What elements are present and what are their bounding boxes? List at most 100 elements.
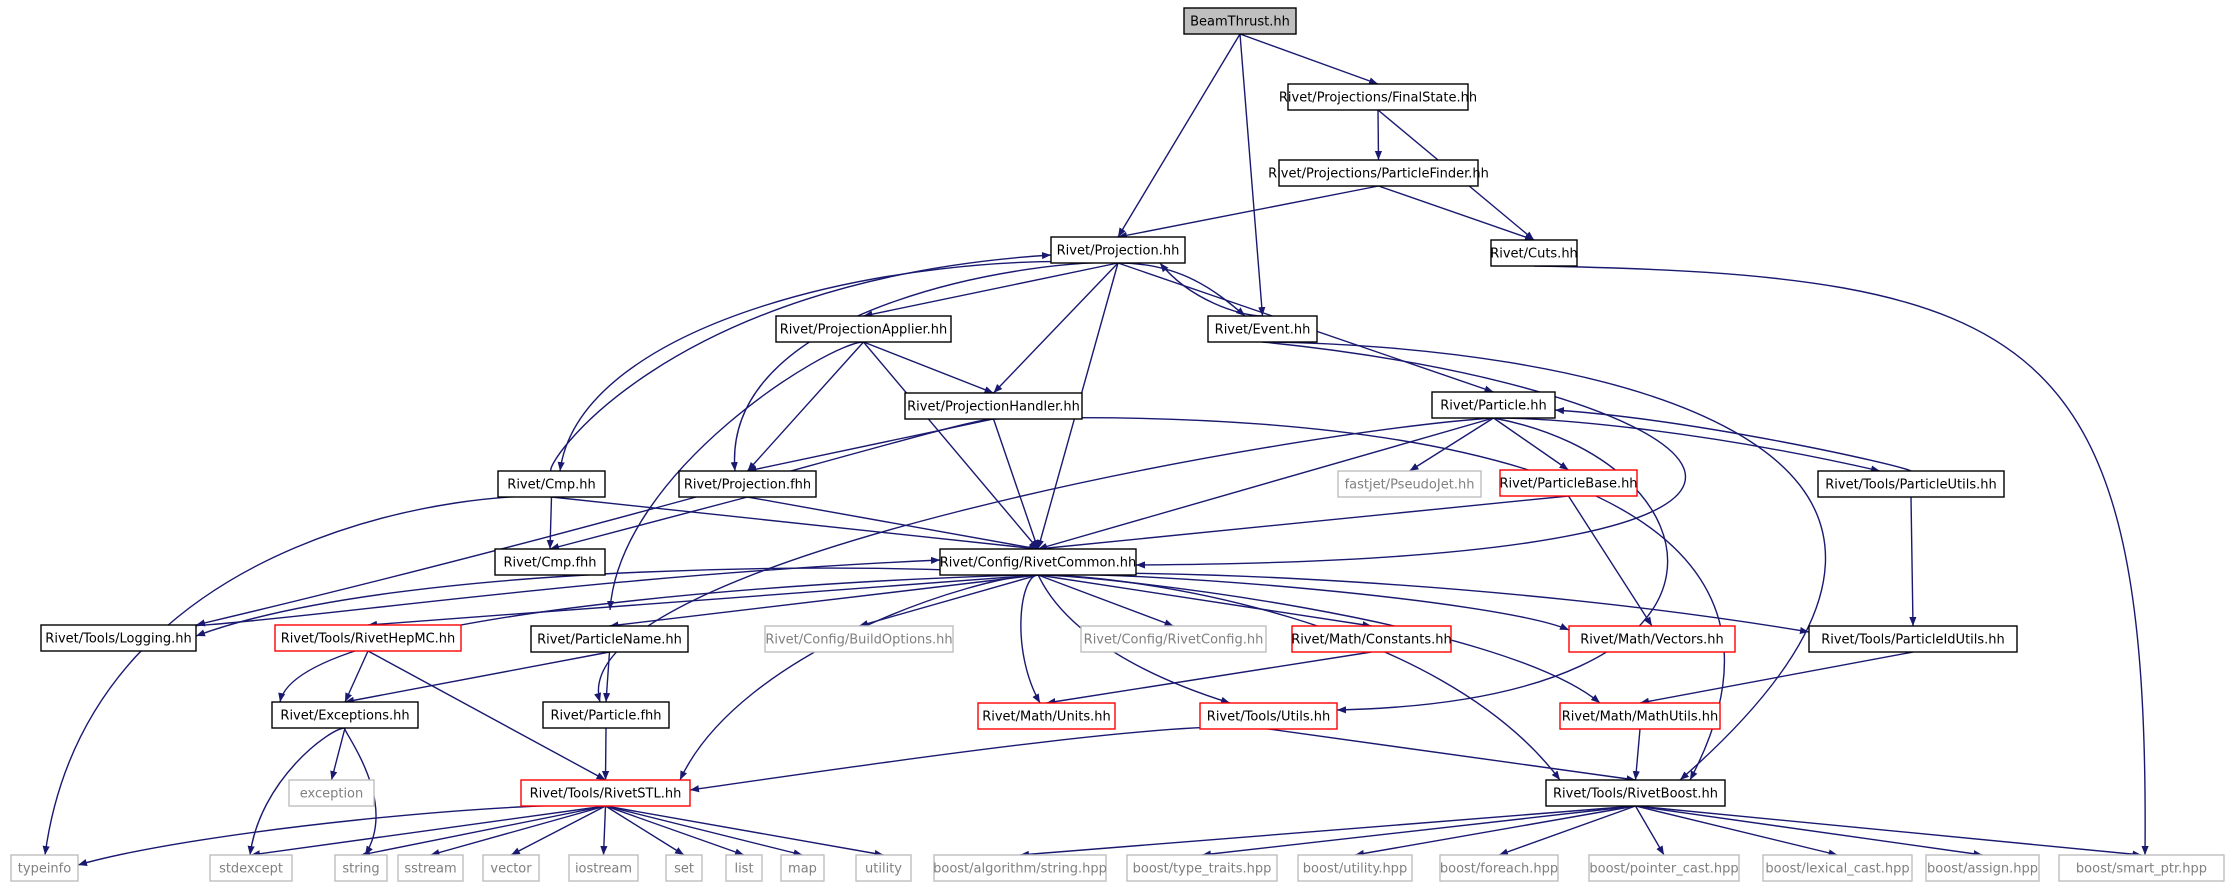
- node-vector[interactable]: vector: [482, 854, 540, 882]
- edge-particlebase-to-rivetcommon: [1037, 495, 1569, 552]
- edge-rivethepmc-to-rivetstl: [367, 650, 606, 781]
- node-box: [1278, 159, 1479, 187]
- node-utility[interactable]: utility: [855, 854, 912, 882]
- edge-particle-to-particlebase: [1493, 417, 1569, 471]
- node-label: Rivet/Tools/Utils.hh: [1207, 710, 1330, 725]
- node-particlebase[interactable]: Rivet/ParticleBase.hh: [1499, 469, 1638, 497]
- node-exception[interactable]: exception: [288, 779, 375, 807]
- node-label: Rivet/Tools/ParticleIdUtils.hh: [1821, 633, 2005, 648]
- edge-rivethepmc-to-exceptions: [344, 650, 369, 703]
- node-label: stdexcept: [219, 862, 283, 877]
- node-vectors[interactable]: Rivet/Math/Vectors.hh: [1568, 625, 1736, 653]
- edge-arrow: [1336, 417, 1669, 714]
- edge-particlefinder-to-cuts: [1378, 185, 1535, 241]
- node-label: Rivet/Tools/RivetBoost.hh: [1553, 787, 1718, 802]
- node-finalstate[interactable]: Rivet/Projections/FinalState.hh: [1279, 83, 1477, 111]
- edge-arrow: [1378, 185, 1535, 241]
- node-label: typeinfo: [18, 862, 71, 877]
- node-beamthrust[interactable]: BeamThrust.hh: [1183, 7, 1297, 35]
- node-rivetconfig[interactable]: Rivet/Config/RivetConfig.hh: [1080, 625, 1267, 653]
- node-rivetstl[interactable]: Rivet/Tools/RivetSTL.hh: [520, 779, 691, 807]
- node-units[interactable]: Rivet/Math/Units.hh: [977, 702, 1116, 730]
- node-projection[interactable]: Rivet/Projection.hh: [1050, 236, 1186, 264]
- edge-rivetboost-to-butility: [1354, 805, 1636, 857]
- node-label: Rivet/Projections/FinalState.hh: [1279, 91, 1477, 106]
- node-label: Rivet/Cuts.hh: [1490, 247, 1578, 262]
- node-label: boost/utility.hpp: [1303, 862, 1407, 877]
- edge-rivetcommon-to-rivetconfig: [1037, 574, 1174, 627]
- edge-arrow: [330, 727, 346, 781]
- node-bsmartptr[interactable]: boost/smart_ptr.hpp: [2058, 854, 2225, 882]
- node-sstream[interactable]: sstream: [397, 854, 464, 882]
- node-box: [494, 548, 606, 576]
- node-blexicalcast[interactable]: boost/lexical_cast.hpp: [1762, 854, 1913, 882]
- node-particlefhh[interactable]: Rivet/Particle.fhh: [542, 701, 670, 729]
- node-toolsutils[interactable]: Rivet/Tools/Utils.hh: [1199, 702, 1338, 730]
- node-box: [1297, 854, 1413, 882]
- node-particle[interactable]: Rivet/Particle.hh: [1431, 391, 1556, 419]
- node-particleutils[interactable]: Rivet/Tools/ParticleUtils.hh: [1817, 470, 2005, 498]
- edge-arrow: [1533, 265, 2149, 856]
- edge-toolsutils-to-rivetstl: [689, 725, 1269, 793]
- node-exceptions[interactable]: Rivet/Exceptions.hh: [271, 701, 419, 729]
- edge-arrow: [689, 725, 1269, 793]
- edge-beamthrust-to-finalstate: [1239, 33, 1379, 85]
- node-typeinfo[interactable]: typeinfo: [10, 854, 79, 882]
- edge-particle-to-pseudojet: [1409, 417, 1494, 472]
- node-bassign[interactable]: boost/assign.hpp: [1925, 854, 2040, 882]
- node-rivethepmc[interactable]: Rivet/Tools/RivetHepMC.hh: [274, 624, 462, 652]
- node-label: Rivet/ParticleName.hh: [537, 633, 682, 648]
- node-bpointercast[interactable]: boost/pointer_cast.hpp: [1588, 854, 1740, 882]
- node-pseudojet[interactable]: fastjet/PseudoJet.hh: [1337, 470, 1482, 498]
- edge-arrow: [603, 651, 611, 703]
- node-label: Rivet/Particle.fhh: [550, 709, 661, 724]
- node-mathutils[interactable]: Rivet/Math/MathUtils.hh: [1559, 702, 1721, 730]
- node-string[interactable]: string: [334, 854, 388, 882]
- node-logging[interactable]: Rivet/Tools/Logging.hh: [40, 624, 197, 652]
- edge-arrow: [546, 496, 554, 550]
- edge-particleutils-to-particle: [1554, 407, 1912, 472]
- node-projapplier[interactable]: Rivet/ProjectionApplier.hh: [775, 315, 952, 343]
- node-iostream[interactable]: iostream: [568, 854, 639, 882]
- node-projfhh[interactable]: Rivet/Projection.fhh: [678, 470, 817, 498]
- node-map[interactable]: map: [780, 854, 825, 882]
- edge-arrow: [551, 496, 1039, 552]
- node-list[interactable]: list: [725, 854, 763, 882]
- node-label: Rivet/Tools/RivetHepMC.hh: [281, 632, 456, 647]
- node-constants[interactable]: Rivet/Math/Constants.hh: [1291, 625, 1452, 653]
- node-rivetcommon[interactable]: Rivet/Config/RivetCommon.hh: [939, 548, 1137, 576]
- edge-arrow: [367, 574, 1039, 628]
- node-box: [1439, 854, 1559, 882]
- node-label: sstream: [404, 862, 456, 877]
- node-box: [1559, 702, 1721, 730]
- node-particleidutils[interactable]: Rivet/Tools/ParticleIdUtils.hh: [1808, 625, 2018, 653]
- node-box: [334, 854, 388, 882]
- edge-arrow: [430, 805, 606, 857]
- node-cuts[interactable]: Rivet/Cuts.hh: [1490, 239, 1578, 267]
- node-particlename[interactable]: Rivet/ParticleName.hh: [530, 625, 689, 653]
- node-event[interactable]: Rivet/Event.hh: [1207, 315, 1318, 343]
- edge-arrow: [1020, 574, 1041, 704]
- node-btypetraits[interactable]: boost/type_traits.hpp: [1126, 854, 1278, 882]
- node-box: [40, 624, 197, 652]
- node-buildoptions[interactable]: Rivet/Config/BuildOptions.hh: [764, 625, 954, 653]
- node-balgostring[interactable]: boost/algorithm/string.hpp: [933, 854, 1107, 882]
- node-label: Rivet/Projection.hh: [1057, 244, 1180, 259]
- node-rivetboost[interactable]: Rivet/Tools/RivetBoost.hh: [1545, 779, 1726, 807]
- node-particlefinder[interactable]: Rivet/Projections/ParticleFinder.hh: [1268, 159, 1489, 187]
- node-stdexcept[interactable]: stdexcept: [209, 854, 293, 882]
- edge-rivetboost-to-bpointercast: [1634, 805, 1665, 856]
- node-box: [1925, 854, 2040, 882]
- node-box: [665, 854, 703, 882]
- edge-arrow: [1498, 805, 1636, 856]
- edge-arrow: [1262, 341, 1826, 781]
- node-set[interactable]: set: [665, 854, 703, 882]
- node-bforeach[interactable]: boost/foreach.hpp: [1439, 854, 1559, 882]
- node-cmp[interactable]: Rivet/Cmp.hh: [497, 470, 606, 498]
- node-label: Rivet/Tools/Logging.hh: [45, 632, 191, 647]
- node-cmpfhh[interactable]: Rivet/Cmp.fhh: [494, 548, 606, 576]
- node-projhandler[interactable]: Rivet/ProjectionHandler.hh: [904, 392, 1083, 420]
- edge-arrow: [609, 574, 1039, 629]
- node-butility[interactable]: boost/utility.hpp: [1297, 854, 1413, 882]
- node-label: Rivet/Particle.hh: [1440, 399, 1546, 414]
